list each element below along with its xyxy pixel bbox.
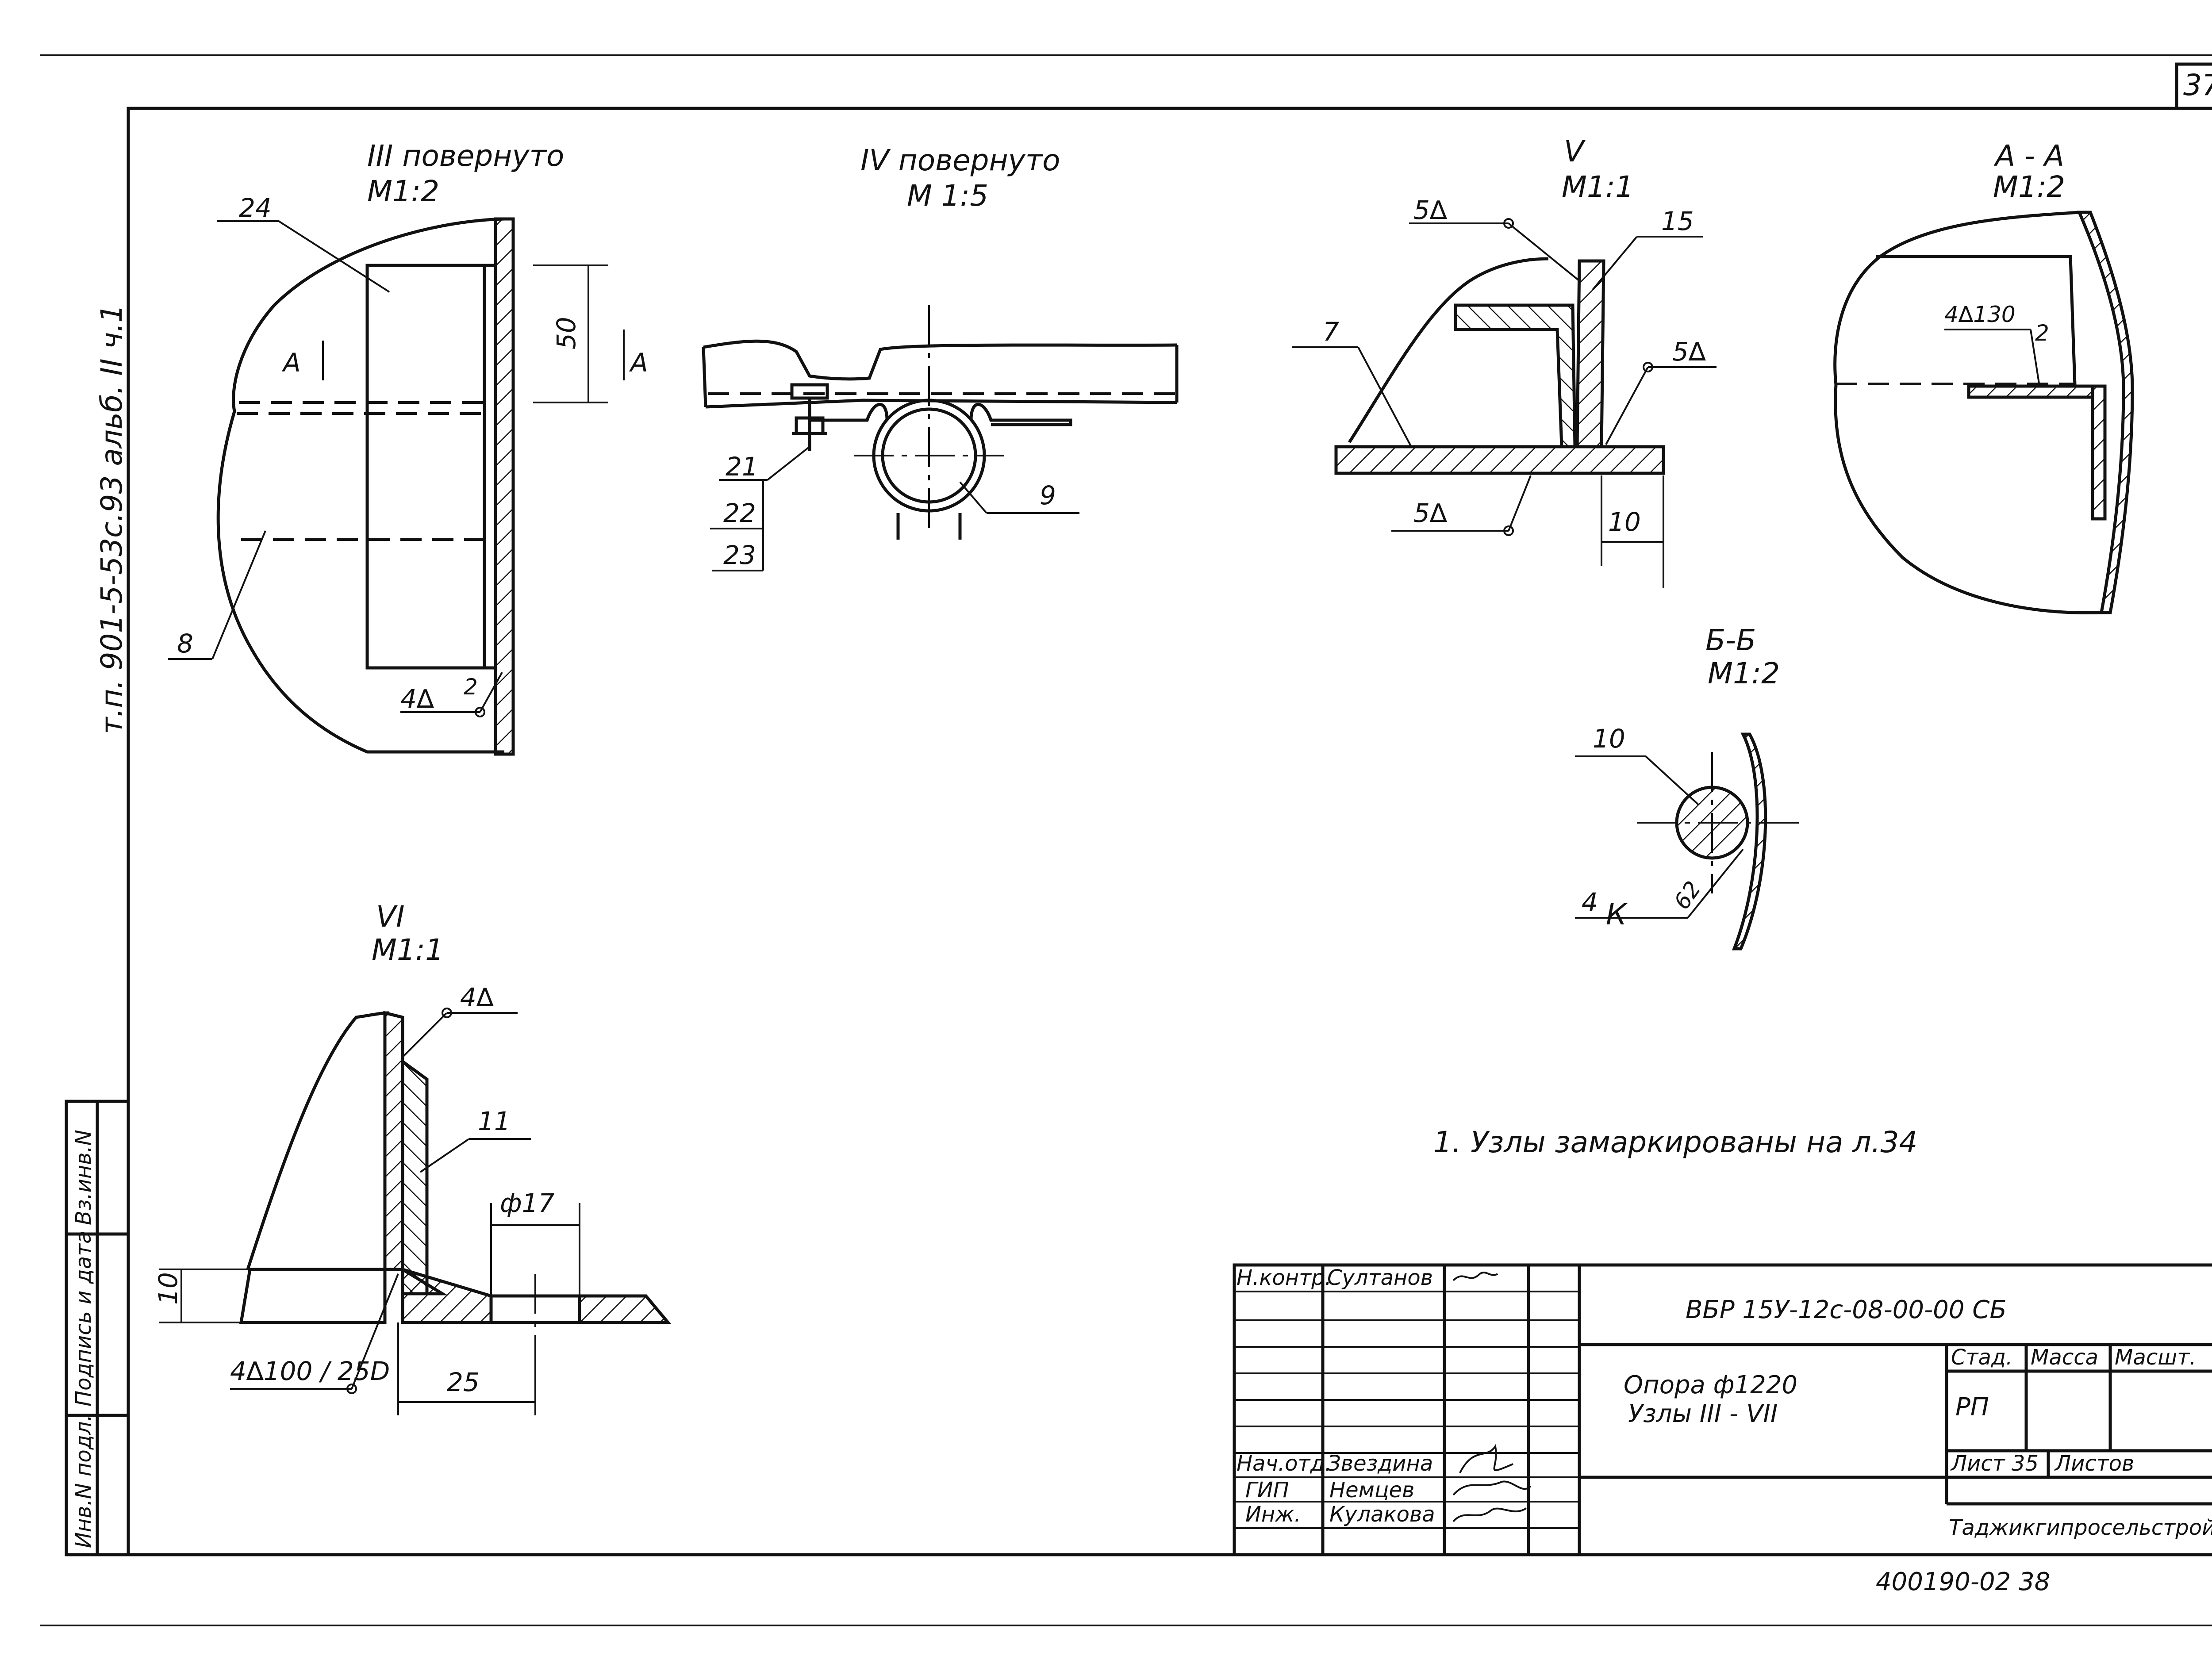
sheet-number: 37 <box>2183 68 2212 102</box>
stamp-signature-date: Подпись и дата <box>71 1230 96 1407</box>
svg-text:Стад.: Стад. <box>1951 1345 2012 1370</box>
section-bb: Б-Б М1:2 10 4 К 62 <box>1575 623 1805 951</box>
svg-text:5∆: 5∆ <box>1413 498 1447 528</box>
view-iv-scale: М 1:5 <box>907 179 988 213</box>
svg-text:4∆100 / 25D: 4∆100 / 25D <box>230 1356 390 1386</box>
svg-text:РП: РП <box>1955 1393 1989 1422</box>
view-vi-title: VI <box>376 900 405 934</box>
svg-text:8: 8 <box>177 629 193 659</box>
stamp-inv-replace: Вз.инв.N <box>71 1130 96 1225</box>
svg-text:4∆: 4∆ <box>400 684 434 714</box>
svg-text:4: 4 <box>1582 887 1598 917</box>
left-stamp: Инв.N подл. Подпись и дата Вз.инв.N <box>65 1100 130 1556</box>
svg-text:Султанов: Султанов <box>1327 1265 1433 1290</box>
svg-text:21: 21 <box>726 452 758 482</box>
view-iii-scale: М1:2 <box>367 174 439 208</box>
svg-text:А: А <box>629 348 648 378</box>
svg-text:4∆: 4∆ <box>460 982 494 1012</box>
svg-text:5∆: 5∆ <box>1413 195 1447 225</box>
svg-text:Нач.отд.: Нач.отд. <box>1237 1451 1332 1476</box>
svg-text:7: 7 <box>1323 317 1339 347</box>
view-iii-title: III повернуто <box>367 139 564 173</box>
svg-text:ГИП: ГИП <box>1245 1478 1289 1503</box>
view-iv: IV повернуто М 1:5 21 22 23 9 <box>702 143 1179 571</box>
svg-text:62: 62 <box>1669 876 1706 914</box>
svg-text:9: 9 <box>1040 480 1056 510</box>
section-aa-title: А - А <box>1993 139 2064 173</box>
section-bb-title: Б-Б <box>1705 623 1756 657</box>
svg-text:Масшт.: Масшт. <box>2115 1345 2196 1370</box>
designation-text: ВБР 15У-12с-08-00-00 СБ <box>1686 1296 2007 1324</box>
svg-text:Листов: Листов <box>2054 1451 2134 1476</box>
part-name-line2: Узлы III - VII <box>1628 1399 1778 1428</box>
title-block: ВБР 15У-12с-08-00-00 СБ Опора ф1220 Узлы… <box>1233 1263 2212 1556</box>
view-iv-title: IV повернуто <box>860 143 1060 177</box>
drawing-frame <box>127 107 2212 1556</box>
svg-text:Немцев: Немцев <box>1329 1478 1414 1503</box>
svg-text:2: 2 <box>2035 320 2049 346</box>
svg-text:ф17: ф17 <box>500 1188 554 1218</box>
svg-text:Лист 35: Лист 35 <box>1950 1451 2039 1476</box>
svg-text:10: 10 <box>1608 507 1641 537</box>
signature-zvezdina <box>1459 1444 1513 1473</box>
view-v-title: V <box>1564 134 1586 169</box>
signature-kulakova <box>1452 1507 1527 1522</box>
svg-text:2: 2 <box>464 674 478 700</box>
svg-text:Инж.: Инж. <box>1245 1502 1301 1527</box>
svg-text:Звездина: Звездина <box>1327 1451 1433 1476</box>
svg-text:23: 23 <box>723 540 756 570</box>
part-name-line1: Опора ф1220 <box>1624 1371 1797 1399</box>
view-vi-scale: М1:1 <box>372 933 444 967</box>
svg-text:Масса: Масса <box>2031 1345 2098 1370</box>
section-aa: А - А М1:2 4∆130 2 <box>1833 139 2134 614</box>
svg-text:Н.контр.: Н.контр. <box>1237 1265 1332 1290</box>
svg-text:11: 11 <box>478 1106 511 1136</box>
signature-nemtsev <box>1452 1480 1532 1496</box>
view-iii: III повернуто М1:2 50 А А 24 8 4∆ 2 <box>168 139 648 756</box>
note-text: 1. Узлы замаркированы на л.34 <box>1433 1125 1918 1159</box>
svg-text:15: 15 <box>1661 206 1694 236</box>
organization-text: Таджикгипросельстрой <box>1949 1515 2212 1540</box>
rib-plate <box>365 264 497 670</box>
view-v: V М1:1 5∆ 15 7 5∆ 5∆ 10 <box>1292 134 1717 588</box>
svg-text:4∆130: 4∆130 <box>1944 302 2016 327</box>
svg-text:5∆: 5∆ <box>1672 337 1706 367</box>
signature-sultanov <box>1452 1272 1498 1281</box>
svg-text:25: 25 <box>447 1367 480 1397</box>
section-aa-scale: М1:2 <box>1993 170 2065 204</box>
svg-text:10: 10 <box>1593 724 1625 754</box>
svg-text:Кулакова: Кулакова <box>1329 1502 1435 1527</box>
svg-text:10: 10 <box>153 1272 183 1305</box>
wall-plate <box>494 217 515 756</box>
view-vi: VI М1:1 ф17 4∆ 11 10 4∆100 / 25D 25 <box>153 900 672 1415</box>
section-bb-scale: М1:2 <box>1708 656 1780 690</box>
bottom-code: 400190-02 38 <box>1876 1568 2050 1596</box>
svg-text:50: 50 <box>551 317 581 349</box>
view-v-scale: М1:1 <box>1562 170 1634 204</box>
svg-text:А: А <box>281 348 301 378</box>
stamp-inv-orig: Инв.N подл. <box>71 1414 96 1548</box>
side-album-text: т.п. 901-5-53с.93 альб. II ч.1 <box>95 304 129 734</box>
svg-text:К: К <box>1606 897 1628 931</box>
svg-text:22: 22 <box>723 498 756 528</box>
svg-text:24: 24 <box>239 193 272 223</box>
